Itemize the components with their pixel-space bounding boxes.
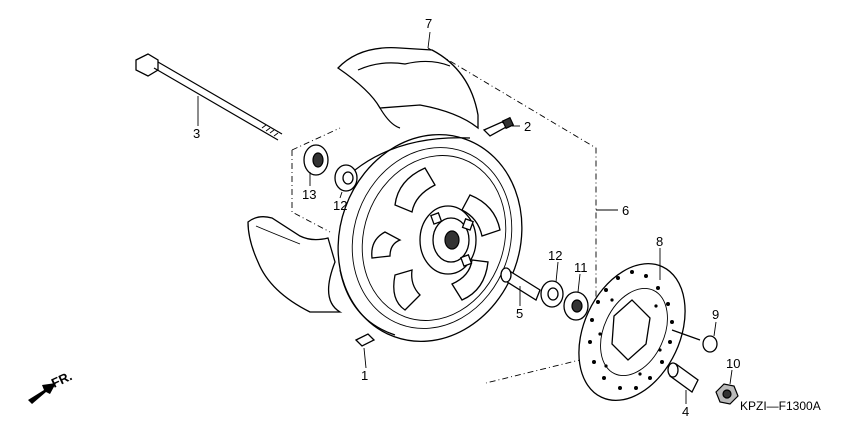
front-direction-label: FR.: [49, 368, 74, 390]
callout-3: 3: [193, 126, 200, 141]
callout-13: 13: [302, 187, 316, 202]
bearing-left: [334, 164, 358, 192]
axle-nut: [715, 383, 739, 405]
brake-disc: [578, 263, 686, 401]
side-collar: [667, 362, 699, 393]
callout-5: 5: [516, 306, 523, 321]
axle-bolt: [135, 53, 283, 141]
assembly-outline: [291, 47, 597, 384]
valve-stem: [482, 116, 515, 137]
leader-lines: [197, 31, 733, 404]
wheel-spokes: [371, 167, 501, 311]
tire: [337, 47, 479, 130]
balance-weight: [354, 333, 376, 347]
callout-2: 2: [524, 119, 531, 134]
dust-seal: [303, 144, 329, 176]
callout-10: 10: [726, 356, 740, 371]
oil-seal: [563, 291, 589, 321]
callout-6: 6: [622, 203, 629, 218]
callout-11: 11: [574, 260, 588, 275]
bearing-right: [540, 280, 564, 308]
callout-12-right: 12: [548, 248, 562, 263]
callout-4: 4: [682, 404, 689, 419]
callout-1: 1: [361, 368, 368, 383]
callout-9: 9: [712, 307, 719, 322]
callout-12-left: 12: [333, 198, 347, 213]
callout-7: 7: [425, 16, 432, 31]
disc-bolt: [671, 329, 718, 353]
fender-section: [247, 216, 343, 313]
callout-8: 8: [656, 234, 663, 249]
figure-code: KPZI—F1300A: [740, 399, 821, 413]
front-direction-arrow: FR.: [28, 368, 74, 404]
wheel-hub: [419, 205, 477, 275]
distance-collar: [500, 267, 541, 301]
